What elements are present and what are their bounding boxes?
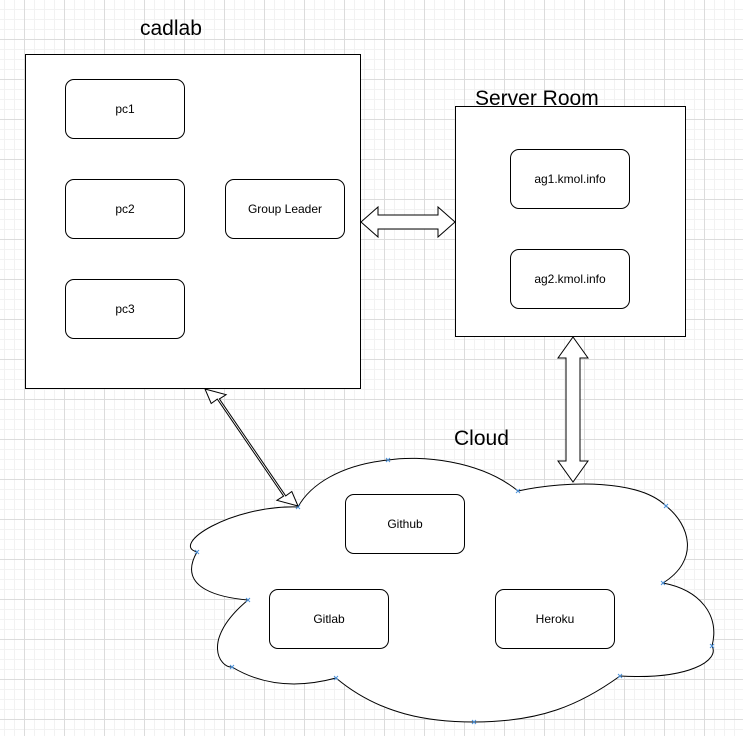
arrow-server-cloud[interactable]	[557, 336, 589, 483]
node-group-leader[interactable]: Group Leader	[225, 179, 345, 239]
node-ag1[interactable]: ag1.kmol.info	[510, 149, 630, 209]
cadlab-title: cadlab	[140, 17, 202, 40]
cloud-title: Cloud	[454, 427, 509, 450]
arrow-cadlab-cloud[interactable]	[204, 388, 299, 507]
server-room-title: Server Room	[475, 87, 599, 110]
node-heroku[interactable]: Heroku	[495, 589, 615, 649]
node-pc2[interactable]: pc2	[65, 179, 185, 239]
arrow-cadlab-server[interactable]	[360, 205, 456, 239]
node-ag2[interactable]: ag2.kmol.info	[510, 249, 630, 309]
node-github[interactable]: Github	[345, 494, 465, 554]
cloud-handles	[194, 457, 715, 725]
node-pc1[interactable]: pc1	[65, 79, 185, 139]
node-pc3[interactable]: pc3	[65, 279, 185, 339]
node-gitlab[interactable]: Gitlab	[269, 589, 389, 649]
